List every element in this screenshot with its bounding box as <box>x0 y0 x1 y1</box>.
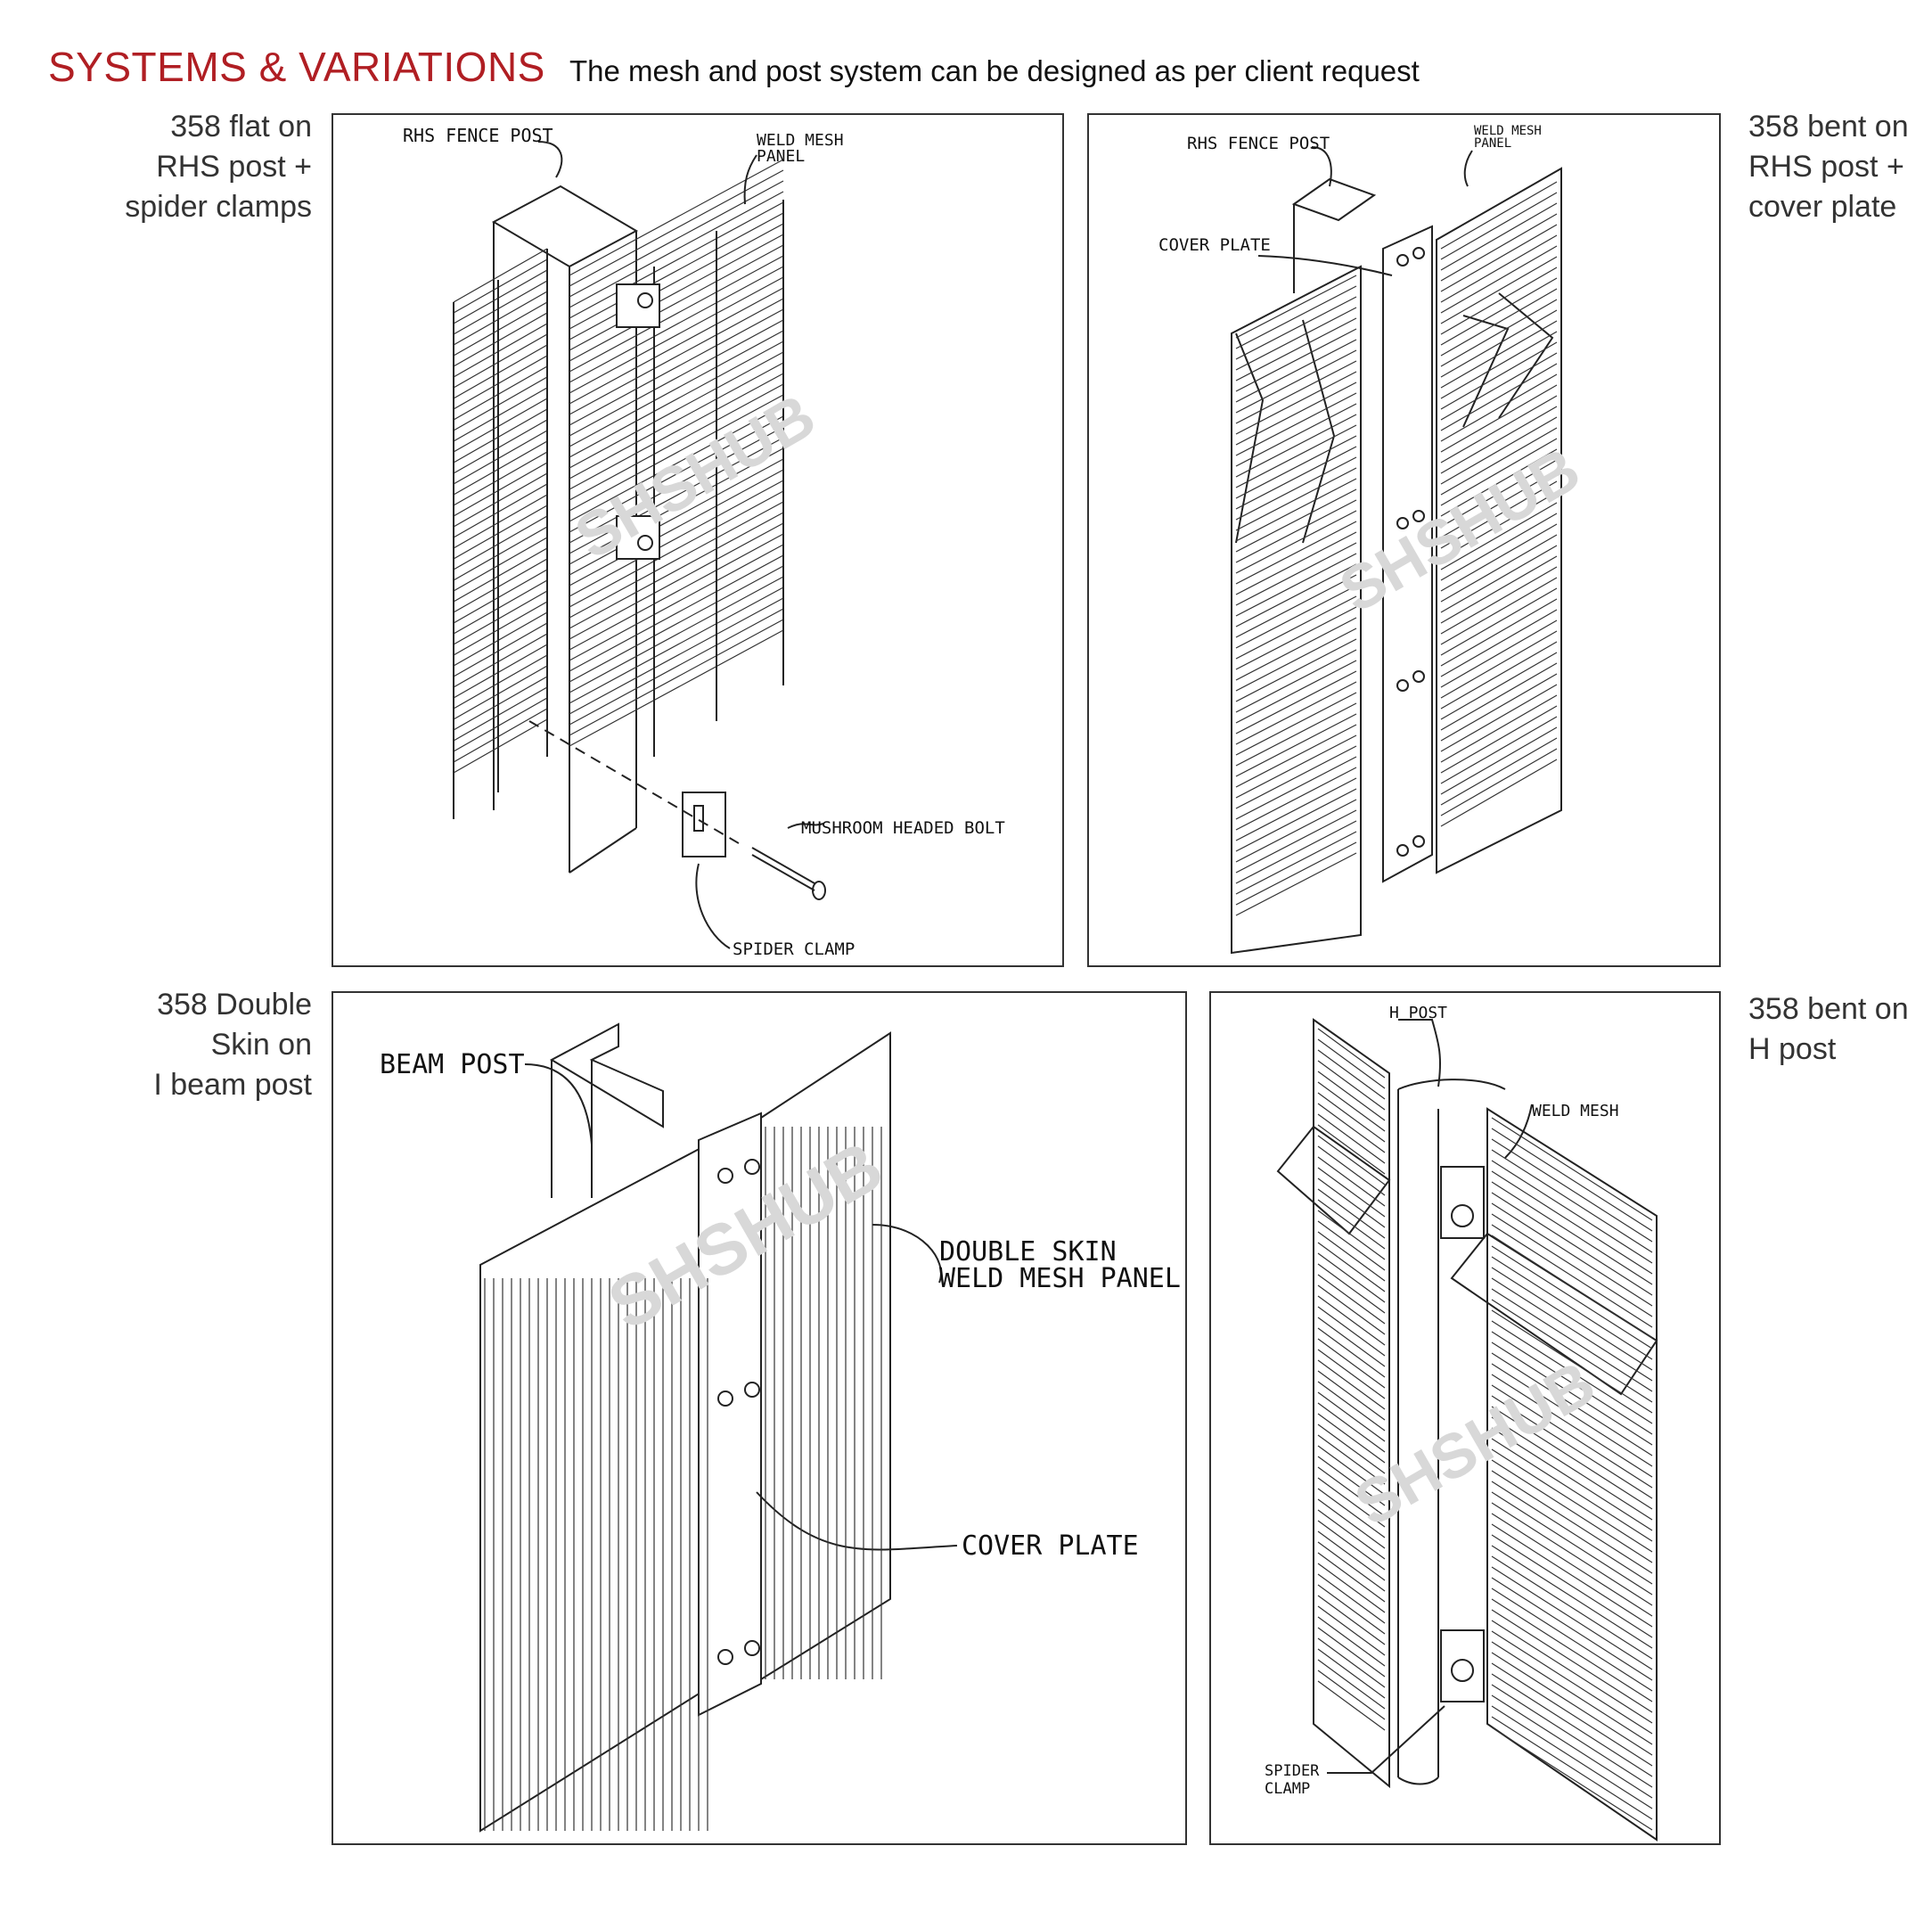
label-clamp: CLAMP <box>1265 1780 1310 1798</box>
panel-bent-rhs-cover: SHSHUB RHS FENCE POST WELD MESH PANEL CO… <box>1087 113 1721 967</box>
mesh-panel-drawing: SHSHUB RHS FENCE POST WELD MESH PANEL MU… <box>403 125 1005 959</box>
caption-line: I beam post <box>153 1068 312 1102</box>
label-rhs-fence-post: RHS FENCE POST <box>403 125 553 146</box>
header: SYSTEMS & VARIATIONS The mesh and post s… <box>48 43 1420 91</box>
label-panel: PANEL <box>757 147 805 166</box>
label-rhs-fence-post: RHS FENCE POST <box>1187 134 1330 153</box>
panel-flat-rhs-spider: SHSHUB RHS FENCE POST WELD MESH PANEL MU… <box>332 113 1064 967</box>
label-spider: SPIDER <box>1265 1762 1320 1780</box>
caption-panel-1: 358 flat on RHS post + spider clamps <box>53 107 312 227</box>
page-title: SYSTEMS & VARIATIONS <box>48 44 545 90</box>
caption-panel-3: 358 Double Skin on I beam post <box>53 985 312 1105</box>
label-h-post: H POST <box>1389 1004 1447 1022</box>
clamp-drawing: SHSHUB H POST WELD MESH SPIDER CLAMP <box>1265 1004 1658 1842</box>
page-subtitle: The mesh and post system can be designed… <box>569 54 1420 87</box>
label-cover-plate: COVER PLATE <box>962 1530 1139 1562</box>
label-mushroom-bolt: MUSHROOM HEADED BOLT <box>801 818 1005 838</box>
svg-text:SHSHUB: SHSHUB <box>564 381 827 572</box>
label-weld-mesh-panel: WELD MESH PANEL <box>939 1263 1181 1294</box>
caption-line: spider clamps <box>125 190 312 224</box>
panel-double-skin-ibeam: SHSHUB BEAM POST DOUBLE SKIN WELD MESH P… <box>332 991 1187 1845</box>
caption-line: 358 bent on <box>1748 110 1909 144</box>
caption-line: H post <box>1748 1032 1837 1066</box>
label-spider-clamp: SPIDER CLAMP <box>733 939 855 959</box>
panel-bent-hpost: SHSHUB H POST WELD MESH SPIDER CLAMP <box>1209 991 1721 1845</box>
caption-line: RHS post + <box>1748 150 1904 184</box>
label-panel: PANEL <box>1474 136 1511 151</box>
caption-line: RHS post + <box>156 150 312 184</box>
caption-panel-4: 358 bent on H post <box>1748 989 1927 1070</box>
caption-line: cover plate <box>1748 190 1897 224</box>
label-weld-mesh: WELD MESH <box>1474 124 1542 138</box>
caption-line: 358 flat on <box>170 110 312 144</box>
label-weld-mesh: WELD MESH <box>1532 1102 1619 1120</box>
post-drawing: SHSHUB BEAM POST DOUBLE SKIN WELD MESH P… <box>380 1022 1181 1833</box>
label-double-skin: DOUBLE SKIN <box>939 1236 1117 1268</box>
caption-line: 358 bent on <box>1748 992 1909 1026</box>
post-drawing: SHSHUB RHS FENCE POST WELD MESH PANEL CO… <box>1158 124 1591 955</box>
label-weld-mesh: WELD MESH <box>757 131 844 150</box>
caption-line: 358 Double <box>157 988 312 1021</box>
caption-line: Skin on <box>210 1028 312 1062</box>
label-beam-post: BEAM POST <box>380 1049 525 1080</box>
caption-panel-2: 358 bent on RHS post + cover plate <box>1748 107 1927 227</box>
label-cover-plate: COVER PLATE <box>1158 235 1271 255</box>
